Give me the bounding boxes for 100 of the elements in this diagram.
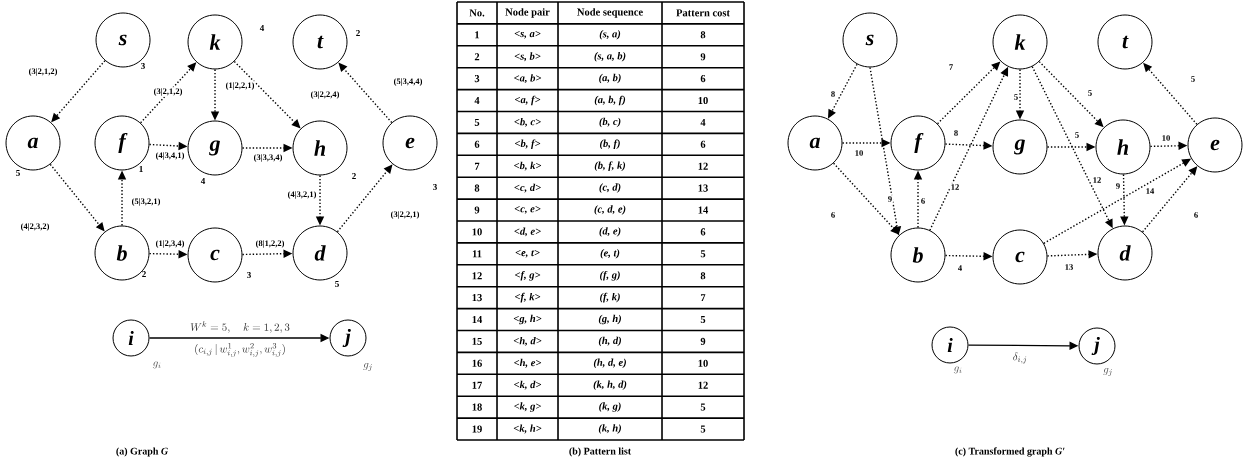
table-cell: 17 [472,381,482,389]
edge-label: 10 [1160,134,1172,142]
arrow [336,164,393,233]
table-cell: 10 [698,359,708,367]
table-cell: <a, f> [515,95,541,106]
table-cell: (b, f, k) [594,161,626,171]
table-cell: 9 [700,337,706,345]
node-weight: 4 [200,178,206,184]
table-cell: <s, b> [514,52,541,62]
edge-label: 8 [829,90,837,98]
node-weight: 5 [16,170,20,176]
node-weight: $g_{j}$ [1103,367,1112,376]
node-weight: 3 [247,271,251,278]
table-cell: <k, h> [513,424,542,434]
table-cell: 5 [700,403,706,411]
table-cell: 4 [474,97,480,104]
table-cell: 10 [472,228,482,236]
edge-label: 9 [886,195,894,203]
table-header: Pattern cost [676,9,730,17]
table-cell: 7 [475,162,480,170]
table-cell: <f, g> [515,271,541,281]
edge-label: 5 [1189,75,1197,83]
table-cell: 8 [700,31,706,39]
edge-label: (3|2,2,1) [389,210,421,220]
edge-label: 9 [1114,182,1122,190]
edge-label: 12 [1091,176,1103,184]
table-cell: (f, g) [600,271,620,281]
edge-label: $\delta_{i,j}$ [1011,351,1029,365]
table-cell: <b, k> [514,161,542,171]
table-cell: 4 [700,118,706,126]
table-cell: <k, g> [514,402,542,412]
caption: (b) Pattern list [569,447,632,457]
edge-label: 14 [1144,187,1156,195]
table-cell: 5 [700,316,706,323]
edge-label: (1|2,2,1) [224,81,256,91]
table-cell: <h, d> [513,336,542,346]
caption: (a) Graph G [116,447,169,457]
table-cell: <f, k> [515,292,541,303]
node-weight: 2 [142,271,146,277]
table-cell: <b, f> [515,139,541,150]
edge-label: 7 [947,63,955,71]
table-cell: <s, a> [514,30,541,39]
table-cell: <a, b> [514,74,542,84]
table-cell: (a, b, f) [594,95,626,106]
node-weight: $g_{j}$ [363,362,372,371]
table-cell: 16 [472,359,482,367]
table-cell: <h, e> [514,358,542,368]
table-cell: (k, h) [598,424,621,434]
edge-label: (3|2,1,2) [27,67,59,77]
table-cell: (k, g) [599,402,621,412]
table-cell: <c, d> [514,183,541,193]
table-cell: <d, e> [514,227,541,237]
table-cell: 9 [474,206,480,214]
edge-label: 5 [1012,93,1020,101]
table-cell: 2 [474,53,480,61]
table-cell: (d, e) [599,227,621,237]
edge-label: 6 [829,211,837,219]
node-weight: 5 [335,281,339,287]
table-cell: 6 [700,140,706,148]
table-cell: 6 [474,140,480,148]
table-cell: 14 [472,316,483,323]
table-cell: (b, f) [600,139,620,150]
table-cell: (s, a, b) [594,52,626,62]
table-cell: 10 [698,96,708,105]
table-cell: <g, h> [513,314,542,325]
table-cell: 14 [698,206,709,214]
edge-label: 8 [952,129,960,137]
node-weight: 4 [259,25,265,31]
edge-label: (3|2,2,4) [309,90,341,100]
table-cell: (b, c) [599,117,621,128]
table-cell: (c, d, e) [594,205,626,215]
table-cell: <e, t> [515,249,540,258]
table-cell: 15 [472,337,482,345]
formula-label: $(c_{i,j}\,|\,w_{i,j}^{1},w_{i,j}^{2},w_{i,j}^{3})$ [195,343,285,357]
edge-label: (3|3,3,4) [252,153,284,163]
node-weight: $g_{i}$ [152,361,161,369]
table-cell: <k, d> [514,380,542,390]
table-cell: (k, h, d) [593,380,627,390]
table-cell: 6 [700,75,706,83]
edge-label: (4|3,2,1) [286,190,318,200]
table-cell: (h, d) [598,336,621,347]
table-cell: (g, h) [598,314,621,325]
table-cell: 7 [701,294,706,302]
table-cell: 1 [475,31,480,39]
table-cell: 19 [472,425,482,433]
edge-label: $W^{k}=5,\quad k=1,2,3$ [189,320,291,334]
node-weight: 3 [141,62,145,70]
node-weight: 2 [352,173,356,179]
table-header: Node sequence [577,8,643,18]
edge-label: (4|3,4,1) [154,151,186,161]
edge-label: (8|1,2,2) [254,239,286,249]
table-cell: 12 [698,381,708,389]
edge-label: 4 [956,264,964,272]
edge-label: (4|2,3,2) [19,222,51,232]
table-cell: 8 [700,272,706,280]
table-header: Node pair [505,8,550,18]
table-header: No. [469,9,485,17]
node-weight: $g_{i}$ [953,366,962,374]
table-cell: 12 [698,162,708,170]
edge-label: (1|2,3,4) [154,239,186,249]
